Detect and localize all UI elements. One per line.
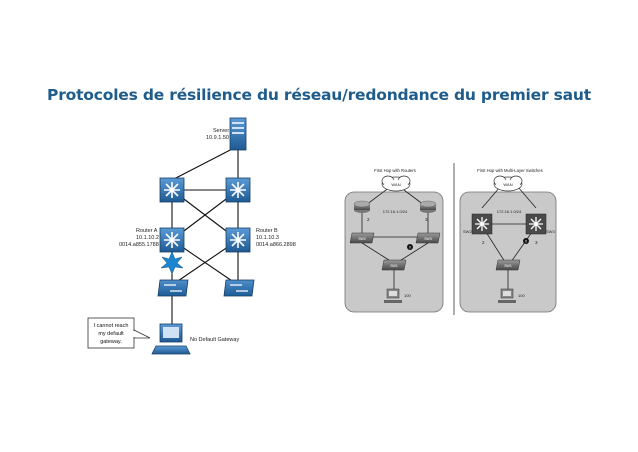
panel1-left-port: 2 bbox=[367, 217, 370, 222]
wan-cloud-icon: WAN bbox=[381, 175, 411, 192]
router-b-ip: 10.1.10.3 bbox=[256, 235, 279, 241]
slide-title: Protocoles de résilience du réseau/redon… bbox=[47, 86, 591, 104]
panel1-router-left-icon bbox=[353, 200, 371, 213]
server-ip: 10.9.1.50 bbox=[206, 135, 229, 141]
panel1-sw-right-label: SW3 bbox=[424, 237, 432, 241]
panel2-title: First Hop with Multi-Layer Switches bbox=[477, 168, 542, 173]
panel1-title: First Hop with Routers bbox=[374, 168, 415, 173]
panel1-sw-bottom-label: SW1 bbox=[390, 264, 398, 268]
panel2-switch-bottom-icon: SW1 bbox=[495, 259, 521, 271]
callout-line-2: my default bbox=[98, 331, 124, 337]
access-switch-left-icon bbox=[157, 279, 189, 297]
panel2-right-port: 3 bbox=[535, 240, 538, 245]
panel1-pc-label: 100 bbox=[404, 293, 411, 298]
router-a-icon bbox=[159, 227, 185, 253]
panel2-subnet: 172.16.1.0/24 bbox=[497, 209, 522, 214]
panel1-router-right-icon bbox=[419, 200, 437, 213]
panel1-pc-icon bbox=[384, 288, 402, 303]
panel1-blocked-port-icon: X bbox=[407, 244, 413, 250]
callout-line-3: gateway. bbox=[100, 339, 122, 345]
panel2-blocked-port-icon: X bbox=[523, 238, 529, 244]
panel2-l3-switch-right-icon bbox=[525, 213, 547, 235]
router-b-icon bbox=[225, 227, 251, 253]
panel2-left-label: SW2 bbox=[463, 229, 472, 234]
panel2-pc-icon bbox=[498, 288, 516, 303]
panel2-pc-label: 100 bbox=[518, 293, 525, 298]
router-a-ip: 10.1.10.2 bbox=[136, 235, 159, 241]
panel1-right-port: 3 bbox=[425, 217, 428, 222]
panel1-block-marker: X bbox=[409, 246, 412, 250]
panel1-cloud-label: WAN bbox=[391, 182, 400, 187]
router-b-mac: 0014.a866.2898 bbox=[256, 242, 296, 248]
l3-switch-top-left-icon bbox=[159, 177, 185, 203]
l3-switch-top-right-icon bbox=[225, 177, 251, 203]
server-label: Server bbox=[213, 128, 229, 134]
panel1-sw-left-label: SW2 bbox=[358, 237, 366, 241]
panel2-l3-switch-left-icon bbox=[471, 213, 493, 235]
pc-icon bbox=[151, 323, 191, 355]
panel1-switch-left-icon: SW2 bbox=[349, 232, 375, 244]
panel2-sw-bottom-label: SW1 bbox=[504, 264, 512, 268]
panel2-right-label: SW3 bbox=[546, 229, 555, 234]
panel1-switch-bottom-icon: SW1 bbox=[381, 259, 407, 271]
callout-line-1: I cannot reach bbox=[94, 323, 129, 329]
panel2-left-port: 2 bbox=[482, 240, 485, 245]
router-a-mac: 0014.a855.1788 bbox=[119, 242, 159, 248]
panel2-cloud-label: WAN bbox=[503, 182, 512, 187]
panel2-wan-cloud-icon: WAN bbox=[493, 175, 523, 192]
panel1-switch-right-icon: SW3 bbox=[415, 232, 441, 244]
router-b-label: Router B bbox=[256, 228, 278, 234]
router-a-label: Router A bbox=[136, 228, 158, 234]
panel1-subnet: 172.16.1.0/24 bbox=[383, 209, 408, 214]
panel2-block-marker: X bbox=[525, 240, 528, 244]
panel2-links bbox=[481, 186, 537, 263]
access-switch-right-icon bbox=[223, 279, 255, 297]
left-diagram: Server 10.9.1.50 Router A 10.1.10.2 0014… bbox=[87, 117, 296, 355]
panel1-background bbox=[344, 191, 444, 313]
lightning-burst-icon bbox=[160, 251, 184, 275]
pc-label: No Default Gateway bbox=[190, 337, 239, 343]
speech-callout: I cannot reach my default gateway. bbox=[87, 317, 151, 349]
server-icon bbox=[229, 117, 247, 151]
right-diagram: First Hop with Routers WAN bbox=[344, 163, 557, 315]
